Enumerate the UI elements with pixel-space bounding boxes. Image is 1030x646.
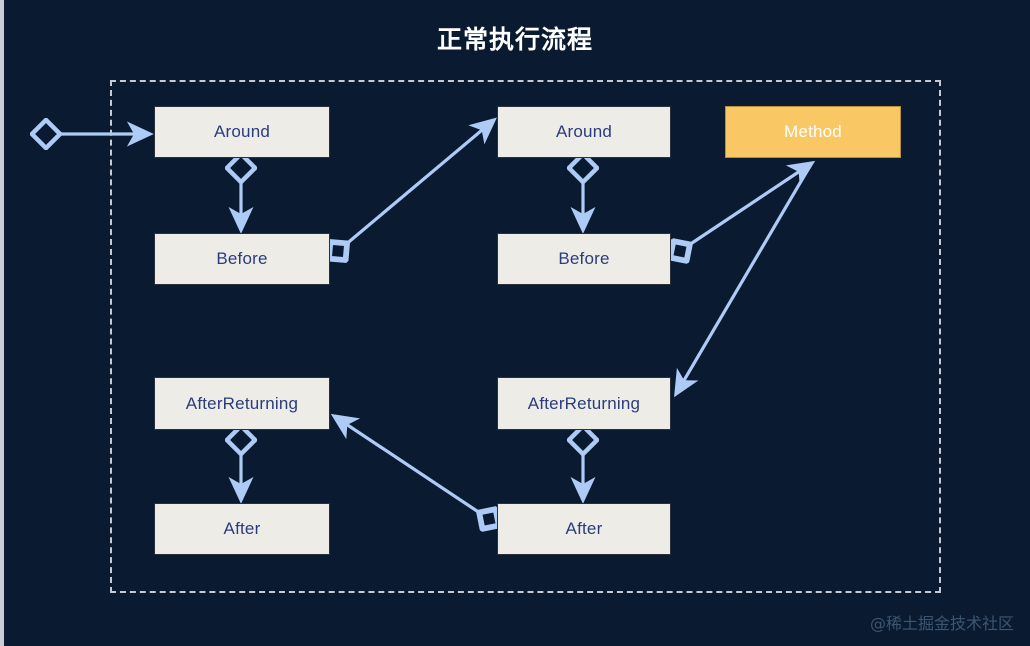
node-method[interactable]: Method [725,106,901,158]
node-label: Before [558,249,610,268]
node-around-1[interactable]: Around [154,106,330,158]
node-label: Method [784,122,842,141]
node-label: Before [216,249,268,268]
node-label: After [565,519,603,538]
node-label: Around [555,122,613,141]
node-after-2[interactable]: After [497,503,671,555]
node-around-2[interactable]: Around [497,106,671,158]
node-afterreturning-1[interactable]: AfterReturning [154,377,330,430]
left-edge-strip [0,0,4,646]
node-label: Around [213,122,271,141]
watermark: @稀土掘金技术社区 [869,614,1014,633]
node-before-2[interactable]: Before [497,233,671,285]
node-label: After [223,519,261,538]
proxy-boundary-frame [110,80,941,593]
node-before-1[interactable]: Before [154,233,330,285]
node-label: AfterReturning [527,393,641,413]
node-afterreturning-2[interactable]: AfterReturning [497,377,671,430]
page-title: 正常执行流程 [436,25,593,54]
node-label: AfterReturning [185,393,299,413]
node-after-1[interactable]: After [154,503,330,555]
